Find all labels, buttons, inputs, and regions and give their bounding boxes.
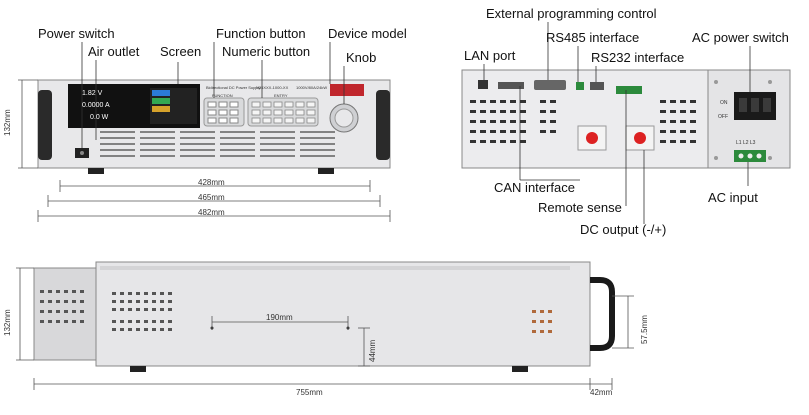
label-numeric-button: Numeric button [222,44,311,59]
label-lan-port: LAN port [464,48,516,63]
rear-panel [461,69,791,169]
db-connector [534,80,566,90]
switch-on-mark: ON [720,100,728,106]
air-outlet-slots [100,131,335,157]
range-text: 1000V/80A/24kW [296,85,328,90]
dim-42: 42mm [590,388,613,397]
side-panel [33,261,615,372]
side-handle [590,277,615,351]
left-handle [38,90,52,160]
remote-sense-terminal [616,86,642,94]
screen-power: 0.0 W [90,114,109,121]
label-remote-sense: Remote sense [538,200,622,215]
dim-190: 190mm [266,313,293,322]
brand-logo [330,84,364,96]
label-device-model: Device model [328,26,407,41]
rs232-port [590,82,604,90]
product-name: Bidirectional DC Power Supply [206,85,261,90]
label-external-programming: External programming control [486,6,657,21]
label-function-button: Function button [216,26,306,41]
label-ac-input: AC input [708,190,758,205]
label-power-switch: Power switch [38,26,115,41]
label-air-outlet: Air outlet [88,44,140,59]
dim-428: 428mm [198,178,225,187]
switch-off-mark: OFF [718,114,728,120]
label-screen: Screen [160,44,202,59]
label-can-interface: CAN interface [494,180,575,195]
dim-755: 755mm [296,388,323,397]
front-leader-lines [81,42,345,148]
dim-465: 465mm [198,193,225,202]
rs485-port [576,82,584,90]
dim-side-height: 132mm [3,309,12,336]
label-ac-power-switch: AC power switch [692,30,789,45]
dim-front-height: 132mm [3,109,12,136]
label-knob: Knob [346,50,377,65]
side-dimension-lines [16,267,634,390]
model-text: N35XXX-1000-XX [256,85,289,90]
dim-44: 44mm [368,339,377,362]
label-rs232: RS232 interface [591,50,685,65]
entry-title: ENTRY [274,93,288,98]
lan-port [478,80,488,89]
front-dimension-lines [18,79,391,222]
dim-57-5: 57.5mm [640,315,649,344]
function-title: FUNCTION [212,93,233,98]
label-dc-output: DC output (-/+) [580,222,667,237]
right-handle [376,90,390,160]
rear-leader-lines [483,22,751,224]
dim-482: 482mm [198,208,225,217]
terminal-marks: L1 L2 L3 [736,140,756,146]
screen-current: 0.0000 A [82,102,110,109]
label-rs485: RS485 interface [546,30,640,45]
can-port [498,82,524,89]
screen-voltage: 1.82 V [82,90,103,97]
